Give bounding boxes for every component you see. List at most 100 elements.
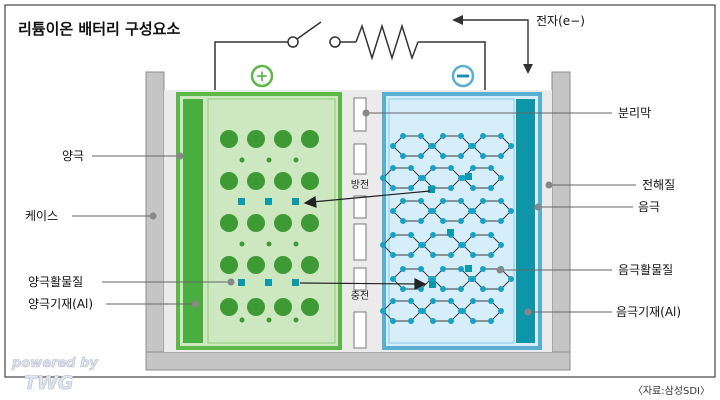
graphite-node: [430, 298, 436, 304]
separator: [353, 97, 367, 349]
graphite-node: [400, 286, 406, 292]
positive-active-material: [220, 130, 319, 323]
graphite-node: [508, 143, 514, 149]
graphite-node: [430, 252, 436, 258]
switch-lever: [296, 21, 322, 40]
switch-contact-left: [287, 36, 299, 48]
negative-lithium-ions: [428, 173, 472, 288]
graphite-node: [448, 185, 454, 191]
charge-arrow: [299, 278, 427, 290]
graphite-node: [488, 165, 494, 171]
graphite-node: [440, 266, 446, 272]
graphite-node: [470, 208, 476, 214]
discharge-label: 방전: [351, 179, 369, 191]
graphite-node: [408, 165, 414, 171]
graphite-node: [418, 198, 424, 204]
graphite-node: [470, 143, 476, 149]
graphite-node: [458, 153, 464, 159]
graphite-node: [498, 153, 504, 159]
graphite-node: [498, 133, 504, 139]
graphite-node: [400, 266, 406, 272]
watermark-line1: powered by: [11, 356, 98, 371]
graphite-node: [488, 298, 494, 304]
graphite-node: [488, 252, 494, 258]
graphite-node: [400, 153, 406, 159]
discharge-arrow: [303, 190, 431, 208]
graphite-node: [498, 175, 504, 181]
graphite-node: [508, 208, 514, 214]
graphite-node: [498, 242, 504, 248]
graphite-node: [460, 175, 466, 181]
external-circuit: [214, 21, 486, 90]
graphite-node: [470, 298, 476, 304]
graphite-node: [448, 318, 454, 324]
graphite-node: [420, 175, 426, 181]
graphite-node: [458, 218, 464, 224]
graphite-node: [400, 133, 406, 139]
graphite-node: [480, 198, 486, 204]
graphite-node: [430, 208, 436, 214]
graphite-node: [470, 276, 476, 282]
negative-substrate: [516, 99, 535, 343]
graphite-node: [508, 276, 514, 282]
diagram-title: 리튬이온 배터리 구성요소: [18, 20, 180, 38]
graphite-node: [430, 232, 436, 238]
graphite-node: [400, 198, 406, 204]
graphite-node: [408, 232, 414, 238]
graphite-node: [418, 286, 424, 292]
label-negative-substrate: 음극기재(Al): [616, 305, 681, 319]
switch-contact-right: [329, 36, 341, 48]
graphite-node: [480, 286, 486, 292]
graphite-node: [400, 218, 406, 224]
graphite-node: [480, 133, 486, 139]
graphite-node: [390, 298, 396, 304]
graphite-node: [448, 165, 454, 171]
graphite-node: [460, 308, 466, 314]
graphite-node: [430, 318, 436, 324]
positive-terminal: +: [250, 64, 274, 88]
graphite-node: [470, 185, 476, 191]
graphite-node: [498, 198, 504, 204]
graphite-node: [440, 153, 446, 159]
graphite-node: [418, 153, 424, 159]
graphite-node: [460, 242, 466, 248]
source-credit: 〈자료:삼성SDI〉: [633, 385, 710, 397]
graphite-node: [390, 208, 396, 214]
graphite-node: [408, 185, 414, 191]
graphite-node: [458, 266, 464, 272]
graphite-node: [390, 185, 396, 191]
label-electrolyte: 전해질: [642, 178, 675, 192]
graphite-node: [498, 218, 504, 224]
graphite-node: [440, 286, 446, 292]
graphite-node: [430, 143, 436, 149]
graphite-node: [390, 318, 396, 324]
graphite-node: [418, 133, 424, 139]
graphite-node: [458, 133, 464, 139]
graphite-node: [390, 276, 396, 282]
watermark-line2: TWG: [24, 372, 74, 394]
graphite-node: [380, 175, 386, 181]
graphite-node: [408, 318, 414, 324]
graphite-node: [418, 266, 424, 272]
resistor: [355, 23, 419, 61]
graphite-node: [408, 298, 414, 304]
graphite-node: [488, 318, 494, 324]
negative-terminal: [451, 64, 475, 88]
electron-label: 전자(e−): [536, 14, 585, 28]
positive-terminal-symbol: +: [256, 67, 269, 85]
label-positive-substrate: 양극기재(Al): [28, 297, 93, 311]
positive-lithium-ions: [238, 198, 299, 286]
negative-active-material: [380, 133, 514, 324]
graphite-node: [420, 308, 426, 314]
graphite-node: [470, 318, 476, 324]
graphite-node: [390, 143, 396, 149]
graphite-node: [390, 232, 396, 238]
graphite-node: [470, 252, 476, 258]
graphite-node: [380, 308, 386, 314]
graphite-node: [418, 218, 424, 224]
graphite-node: [390, 252, 396, 258]
label-separator: 분리막: [618, 106, 651, 120]
graphite-node: [498, 308, 504, 314]
graphite-node: [488, 232, 494, 238]
